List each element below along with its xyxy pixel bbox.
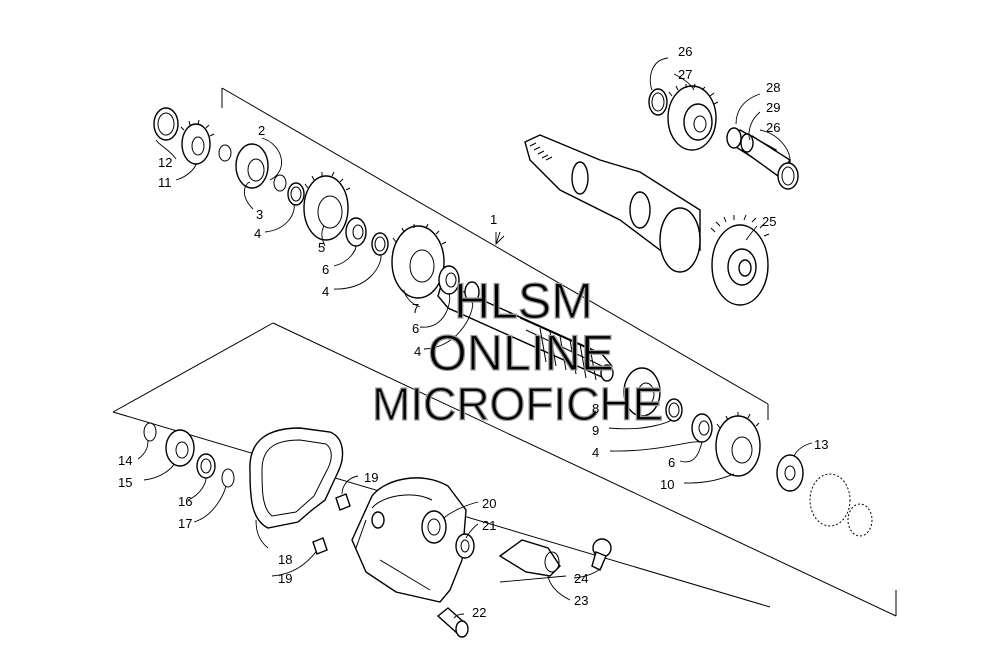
callout-23: 23 bbox=[574, 593, 588, 608]
callout-10: 10 bbox=[660, 477, 674, 492]
gear-part-15 bbox=[165, 429, 195, 467]
callout-15: 15 bbox=[118, 475, 132, 490]
callout-4d: 4 bbox=[592, 445, 599, 460]
washer-part-13 bbox=[776, 454, 804, 492]
callout-6c: 6 bbox=[668, 455, 675, 470]
ring-part-26-lower bbox=[777, 162, 799, 190]
callout-16: 16 bbox=[178, 494, 192, 509]
callout-8: 8 bbox=[592, 401, 599, 416]
countershaft-part-25 bbox=[524, 134, 770, 306]
watermark-line-2: ONLINE bbox=[428, 325, 614, 381]
dog-hub-part-8 bbox=[623, 367, 661, 417]
watermark-line-1: HLSM bbox=[454, 273, 593, 329]
washer-part-4a bbox=[287, 182, 305, 206]
callout-24: 24 bbox=[574, 571, 588, 586]
dog-hub-part-3 bbox=[235, 143, 269, 189]
callout-28: 28 bbox=[766, 80, 780, 95]
callout-27: 27 bbox=[678, 67, 692, 82]
callout-25: 25 bbox=[762, 214, 776, 229]
callout-19b: 19 bbox=[278, 571, 292, 586]
gear-part-10 bbox=[715, 412, 761, 477]
callout-4b: 4 bbox=[322, 284, 329, 299]
callout-20: 20 bbox=[482, 496, 496, 511]
callout-5: 5 bbox=[318, 240, 325, 255]
bearing-part-6a bbox=[345, 217, 367, 247]
bushing-part-21 bbox=[455, 533, 475, 559]
callout-13: 13 bbox=[814, 437, 828, 452]
main-shaft-part-1 bbox=[437, 281, 614, 382]
callout-1: 1 bbox=[490, 212, 497, 227]
ring-part-26-upper bbox=[648, 88, 668, 116]
gear-part-11 bbox=[180, 119, 215, 165]
gear-part-7 bbox=[391, 223, 447, 299]
callout-3: 3 bbox=[256, 207, 263, 222]
bearing-part-6c bbox=[691, 413, 713, 443]
gear-part-5 bbox=[303, 171, 351, 241]
callout-19a: 19 bbox=[364, 470, 378, 485]
bolt-part-22 bbox=[436, 607, 469, 638]
leader-lines bbox=[137, 57, 813, 619]
watermark-line-3: MICROFICHE bbox=[372, 378, 663, 430]
callout-22: 22 bbox=[472, 605, 486, 620]
callout-21: 21 bbox=[482, 518, 496, 533]
dowel-part-19b bbox=[312, 537, 328, 555]
sensor-part-23 bbox=[498, 539, 561, 577]
washer-part-4b bbox=[371, 232, 389, 256]
callout-4c: 4 bbox=[414, 344, 421, 359]
screw-part-24 bbox=[591, 538, 612, 571]
callout-2: 2 bbox=[258, 123, 265, 138]
group-bracket-upper bbox=[221, 87, 769, 420]
callout-11: 11 bbox=[158, 175, 172, 190]
snap-ring-part-12 bbox=[153, 107, 179, 141]
callout-labels: 1 2 3 4 5 6 4 7 6 4 12 11 8 9 4 6 10 13 … bbox=[118, 44, 828, 620]
seal-part-20 bbox=[421, 510, 447, 544]
callout-6b: 6 bbox=[412, 321, 419, 336]
callout-9: 9 bbox=[592, 423, 599, 438]
callout-29: 29 bbox=[766, 100, 780, 115]
callout-18: 18 bbox=[278, 552, 292, 567]
watermark: HLSM ONLINE MICROFICHE bbox=[371, 272, 664, 430]
callout-6a: 6 bbox=[322, 262, 329, 277]
dowel-part-19a bbox=[335, 493, 351, 511]
callout-26b: 26 bbox=[766, 120, 780, 135]
callout-4a: 4 bbox=[254, 226, 261, 241]
clip-part-14 bbox=[143, 422, 157, 442]
callout-26a: 26 bbox=[678, 44, 692, 59]
bearing-ghost bbox=[809, 473, 873, 537]
cover-housing bbox=[351, 477, 467, 603]
washer-part-4d bbox=[665, 398, 683, 422]
clip-part-2 bbox=[218, 144, 232, 162]
callout-14: 14 bbox=[118, 453, 132, 468]
gear-part-27 bbox=[667, 83, 719, 151]
callout-17: 17 bbox=[178, 516, 192, 531]
callout-12: 12 bbox=[158, 155, 172, 170]
clip-part-17 bbox=[221, 468, 235, 488]
gasket-part-18 bbox=[249, 427, 344, 529]
callout-7: 7 bbox=[412, 301, 419, 316]
washer-part-16 bbox=[196, 453, 216, 479]
clip-part-2b bbox=[273, 174, 287, 192]
